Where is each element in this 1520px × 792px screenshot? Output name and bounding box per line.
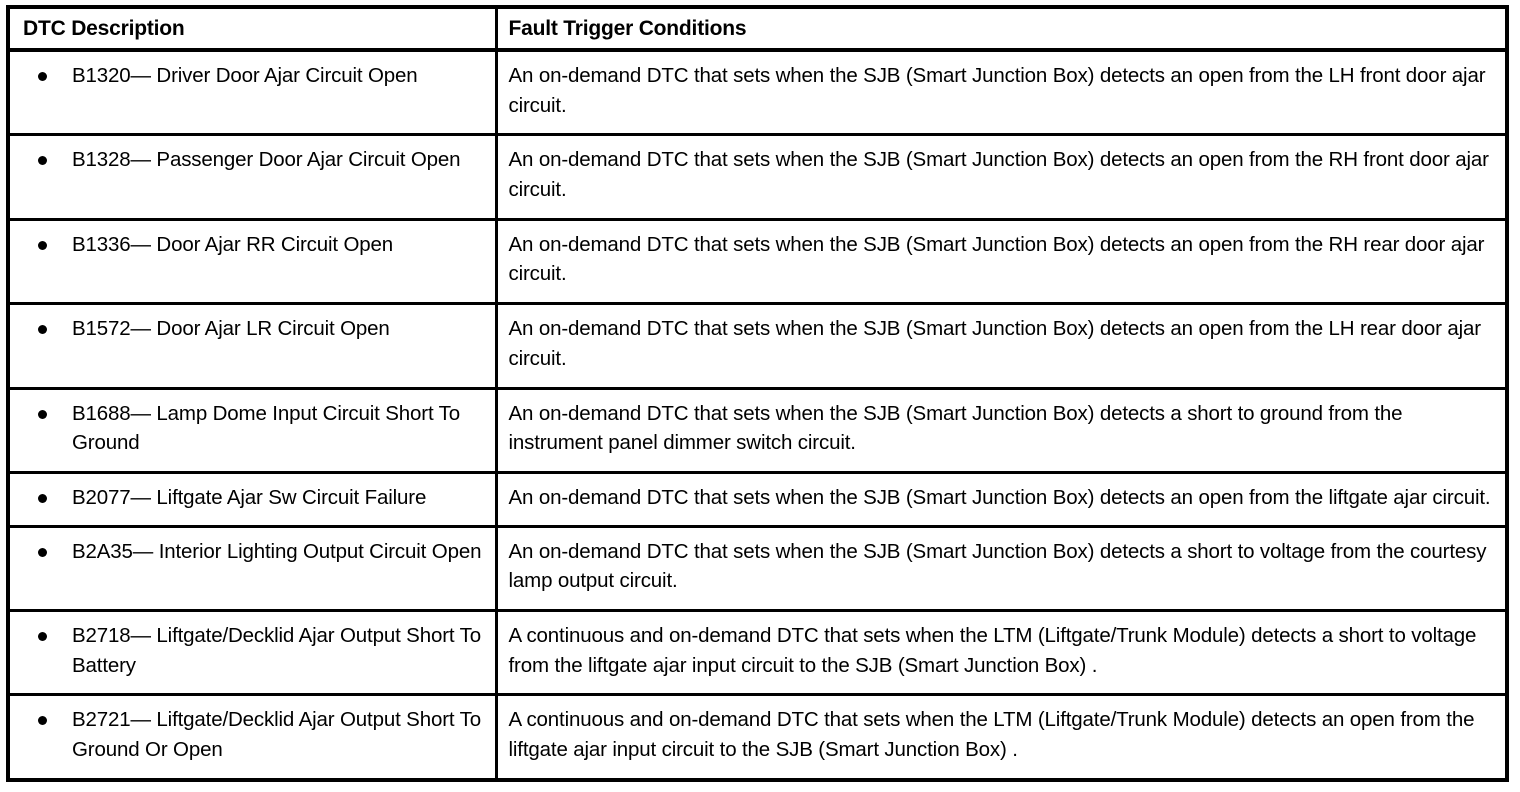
table-row: B2077— Liftgate Ajar Sw Circuit Failure A…: [8, 471, 1507, 527]
bullet-icon: [38, 716, 47, 726]
fault-trigger-condition-text: An on-demand DTC that sets when the SJB …: [508, 232, 1485, 286]
dtc-table: DTC Description Fault Trigger Conditions…: [6, 5, 1509, 782]
cell-fault-trigger-condition: A continuous and on-demand DTC that sets…: [494, 693, 1507, 780]
table-row: B1328— Passenger Door Ajar Circuit Open A…: [8, 133, 1507, 220]
fault-trigger-condition-text: An on-demand DTC that sets when the SJB …: [508, 486, 1491, 510]
dtc-bullet-line: B1320— Driver Door Ajar Circuit Open: [10, 61, 487, 91]
header-row: DTC Description Fault Trigger Conditions: [8, 7, 1507, 53]
cell-dtc-description: B2A35— Interior Lighting Output Circuit …: [8, 524, 496, 611]
dtc-description-text: B2077— Liftgate Ajar Sw Circuit Failure: [72, 486, 427, 510]
fault-trigger-condition-text: A continuous and on-demand DTC that sets…: [508, 624, 1477, 677]
table-row: B1336— Door Ajar RR Circuit Open An on-de…: [8, 217, 1507, 304]
dtc-description-text: B1688— Lamp Dome Input Circuit Short To …: [72, 401, 461, 455]
fault-trigger-condition-text: An on-demand DTC that sets when the SJB …: [508, 317, 1482, 370]
dtc-table-container: DTC Description Fault Trigger Conditions…: [6, 5, 1509, 782]
cell-dtc-description: B2077— Liftgate Ajar Sw Circuit Failure: [8, 471, 496, 527]
bullet-icon: [38, 240, 47, 250]
dtc-bullet-line: B2721— Liftgate/Decklid Ajar Output Shor…: [10, 705, 487, 764]
table-row: B1572— Door Ajar LR Circuit Open An on-de…: [8, 302, 1507, 389]
dtc-description-text: B2A35— Interior Lighting Output Circuit …: [72, 539, 482, 563]
table-header: DTC Description Fault Trigger Conditions: [8, 7, 1507, 53]
table-row: B2721— Liftgate/Decklid Ajar Output Shor…: [8, 693, 1507, 780]
cell-dtc-description: B1572— Door Ajar LR Circuit Open: [8, 302, 496, 389]
table-row: B2A35— Interior Lighting Output Circuit …: [8, 524, 1507, 611]
bullet-icon: [38, 494, 47, 504]
dtc-bullet-line: B1572— Door Ajar LR Circuit Open: [10, 314, 487, 344]
fault-trigger-condition-text: An on-demand DTC that sets when the SJB …: [508, 64, 1486, 117]
table-row: B1320— Driver Door Ajar Circuit Open An o…: [8, 50, 1507, 135]
cell-fault-trigger-condition: An on-demand DTC that sets when the SJB …: [494, 302, 1507, 389]
bullet-icon: [38, 72, 47, 82]
cell-dtc-description: B2721— Liftgate/Decklid Ajar Output Shor…: [8, 693, 496, 780]
table-row: B1688— Lamp Dome Input Circuit Short To …: [8, 386, 1507, 473]
bullet-icon: [38, 409, 47, 419]
cell-fault-trigger-condition: An on-demand DTC that sets when the SJB …: [494, 217, 1507, 304]
dtc-description-text: B2718— Liftgate/Decklid Ajar Output Shor…: [72, 624, 481, 677]
bullet-icon: [38, 632, 47, 642]
fault-trigger-condition-text: A continuous and on-demand DTC that sets…: [508, 708, 1475, 761]
table-row: B2718— Liftgate/Decklid Ajar Output Shor…: [8, 609, 1507, 695]
cell-dtc-description: B1688— Lamp Dome Input Circuit Short To …: [8, 386, 496, 473]
cell-dtc-description: B2718— Liftgate/Decklid Ajar Output Shor…: [8, 609, 496, 695]
dtc-bullet-line: B2A35— Interior Lighting Output Circuit …: [10, 537, 487, 567]
dtc-bullet-line: B1336— Door Ajar RR Circuit Open: [10, 230, 487, 260]
table-body: B1320— Driver Door Ajar Circuit Open An o…: [8, 50, 1507, 780]
bullet-icon: [38, 325, 47, 335]
bullet-icon: [38, 547, 47, 557]
dtc-description-text: B1336— Door Ajar RR Circuit Open: [72, 232, 394, 256]
bullet-icon: [38, 156, 47, 166]
column-header-fault-trigger-conditions: Fault Trigger Conditions: [494, 7, 1507, 53]
fault-trigger-condition-text: An on-demand DTC that sets when the SJB …: [508, 148, 1489, 201]
column-header-dtc-description: DTC Description: [8, 7, 496, 53]
dtc-description-text: B1328— Passenger Door Ajar Circuit Open: [72, 148, 461, 172]
cell-fault-trigger-condition: An on-demand DTC that sets when the SJB …: [494, 133, 1507, 220]
cell-dtc-description: B1320— Driver Door Ajar Circuit Open: [8, 50, 496, 135]
cell-fault-trigger-condition: An on-demand DTC that sets when the SJB …: [494, 524, 1507, 611]
dtc-bullet-line: B2718— Liftgate/Decklid Ajar Output Shor…: [10, 621, 487, 680]
dtc-bullet-line: B1688— Lamp Dome Input Circuit Short To …: [10, 399, 487, 458]
cell-fault-trigger-condition: An on-demand DTC that sets when the SJB …: [494, 471, 1507, 527]
dtc-description-text: B1320— Driver Door Ajar Circuit Open: [72, 64, 418, 88]
dtc-description-text: B1572— Door Ajar LR Circuit Open: [72, 317, 390, 341]
fault-trigger-condition-text: An on-demand DTC that sets when the SJB …: [508, 401, 1403, 455]
dtc-bullet-line: B1328— Passenger Door Ajar Circuit Open: [10, 145, 487, 175]
cell-fault-trigger-condition: An on-demand DTC that sets when the SJB …: [494, 50, 1507, 135]
dtc-bullet-line: B2077— Liftgate Ajar Sw Circuit Failure: [10, 483, 487, 513]
fault-trigger-condition-text: An on-demand DTC that sets when the SJB …: [508, 539, 1487, 593]
cell-fault-trigger-condition: An on-demand DTC that sets when the SJB …: [494, 386, 1507, 473]
cell-dtc-description: B1336— Door Ajar RR Circuit Open: [8, 217, 496, 304]
dtc-description-text: B2721— Liftgate/Decklid Ajar Output Shor…: [72, 708, 481, 761]
cell-dtc-description: B1328— Passenger Door Ajar Circuit Open: [8, 133, 496, 220]
cell-fault-trigger-condition: A continuous and on-demand DTC that sets…: [494, 609, 1507, 695]
